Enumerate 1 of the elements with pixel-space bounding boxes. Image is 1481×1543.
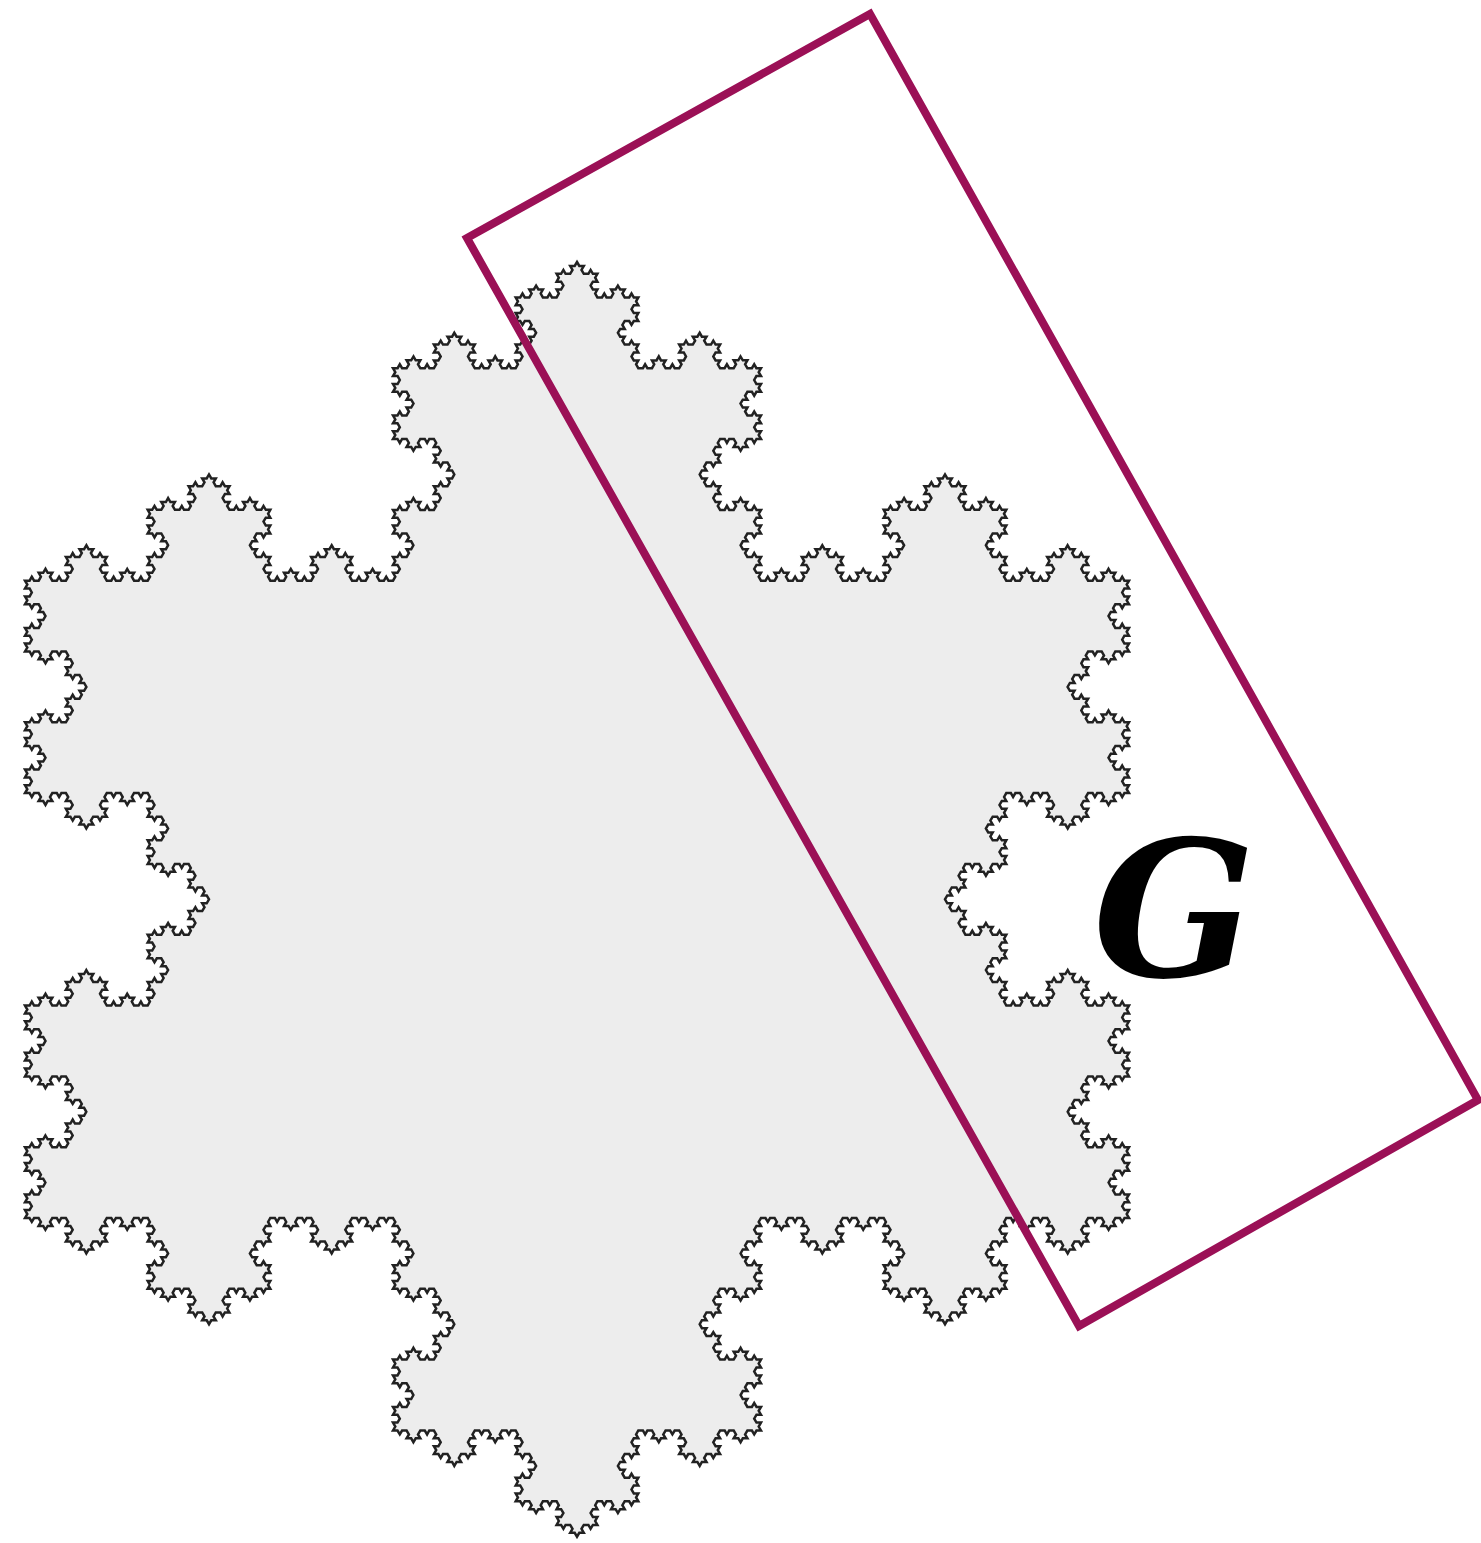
set-label: G [1093, 815, 1256, 1005]
